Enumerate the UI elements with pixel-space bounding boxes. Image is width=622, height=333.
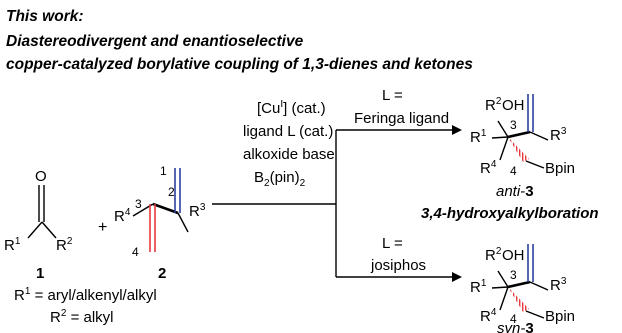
reaction-conditions: [CuI] (cat.) ligand L (cat.) alkoxide ba… (243, 99, 335, 189)
bottom-branch-l-label: L = (382, 235, 403, 252)
svg-text:R1: R1 (470, 128, 487, 146)
syn-product-structure: R2 OH R1 3 R3 R4 4 Bpin syn-3 (470, 244, 575, 333)
svg-text:R3: R3 (550, 126, 567, 144)
substituent-r2-definition: R2 = alkyl (50, 308, 114, 326)
svg-text:R3: R3 (550, 276, 567, 294)
header-line-3: copper-catalyzed borylative coupling of … (6, 56, 473, 73)
bond-c3-c2-bold (507, 130, 531, 139)
anti-bpin: Bpin (545, 160, 575, 177)
header-line-2: Diastereodivergent and enantioselective (6, 33, 304, 50)
anti-c4-label: 4 (510, 164, 517, 178)
catalyst-text: [CuI] (cat.) (257, 99, 326, 117)
svg-text:R2: R2 (56, 236, 73, 254)
bond-c3-c2 (152, 202, 179, 215)
compound-number-2: 2 (158, 265, 166, 282)
svg-text:R2: R2 (485, 246, 502, 264)
svg-text:R1: R1 (4, 236, 21, 254)
ketone-structure: O R1 R2 1 R1 = aryl/alkenyl/alkyl R2 = a… (4, 168, 157, 326)
anti-oh: OH (502, 97, 525, 114)
boron-reagent-text: B2(pin)2 (254, 169, 306, 189)
base-text: alkoxide base (243, 146, 335, 163)
substituent-r1-definition: R1 = aryl/alkenyl/alkyl (14, 286, 157, 304)
header-line-1: This work: (6, 8, 84, 25)
svg-text:R4: R4 (480, 159, 497, 177)
diene-c2-label: 2 (168, 185, 175, 199)
top-branch-l-label: L = (382, 87, 403, 104)
diene-c1-label: 1 (160, 164, 167, 178)
anti-hashed-wedge (508, 137, 529, 162)
syn-hashed-wedge (508, 287, 529, 312)
syn-c4-label: 4 (510, 312, 517, 326)
svg-text:R4: R4 (114, 207, 131, 225)
plus-sign: + (98, 219, 107, 236)
anti-product-structure: R2 OH R1 3 R3 R4 4 Bpin anti-3 (470, 94, 575, 200)
svg-text:R1: R1 (470, 278, 487, 296)
syn-oh: OH (502, 247, 525, 264)
diene-c3-label: 3 (135, 197, 142, 211)
diene-c4-label: 4 (132, 245, 139, 259)
diene-r4: R (114, 208, 125, 225)
syn-bpin: Bpin (545, 308, 575, 325)
bond-c-r1 (27, 221, 43, 239)
bottom-branch-ligand: josiphos (370, 257, 426, 274)
syn-c3-label: 3 (510, 268, 517, 282)
syn-product-label: syn-3 (497, 320, 534, 333)
bond-c-r2 (41, 221, 57, 239)
anti-c3-label: 3 (510, 118, 517, 132)
diene-r3: R (189, 203, 200, 220)
svg-text:R3: R3 (189, 202, 206, 220)
diene-structure: R4 3 2 1 4 R3 2 (114, 164, 206, 282)
svg-text:R4: R4 (480, 307, 497, 325)
compound-number-1: 1 (36, 265, 44, 282)
svg-text:R2: R2 (485, 96, 502, 114)
ligand-text: ligand L (cat.) (243, 123, 333, 140)
anti-product-label: anti-3 (496, 183, 534, 200)
ketone-r2: R (56, 237, 67, 254)
middle-label: 3,4-hydroxyalkylboration (421, 205, 599, 222)
atom-o: O (35, 168, 47, 185)
top-branch-ligand: Feringa ligand (354, 110, 449, 127)
ketone-r1: R (4, 237, 15, 254)
